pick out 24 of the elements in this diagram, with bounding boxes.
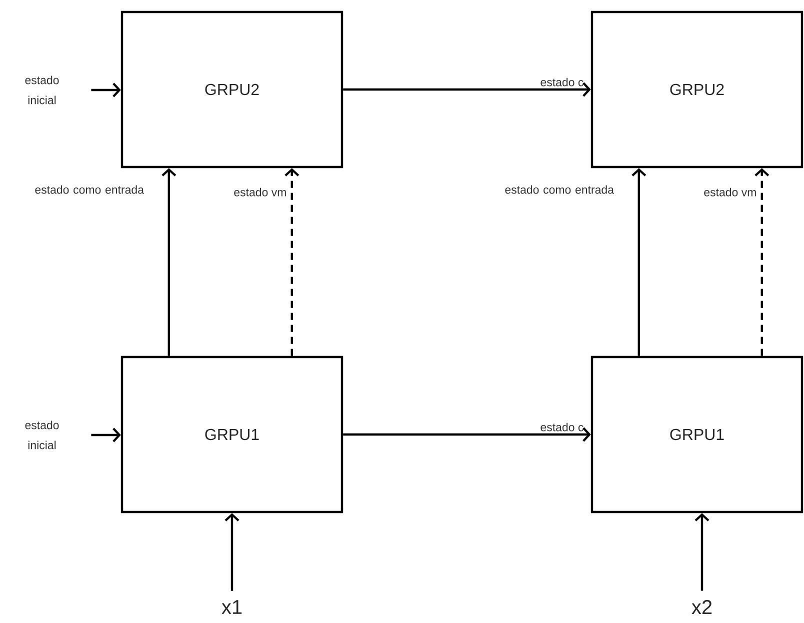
process-box: GRPU2: [590, 10, 804, 168]
arrow: [91, 82, 121, 98]
edge-label: estado vm: [234, 188, 286, 196]
arrow: [162, 168, 176, 356]
arrow: [632, 168, 646, 356]
edge-label: estado c: [540, 422, 584, 432]
arrow: [343, 82, 591, 97]
edge-label: estado como entrada: [505, 185, 614, 194]
arrow: [694, 513, 710, 591]
edge-label: estado c: [540, 78, 584, 86]
process-box: GRPU1: [120, 356, 344, 514]
edge-label: estado vm: [704, 188, 756, 196]
input-label: x1: [222, 600, 242, 614]
arrow: [284, 168, 300, 356]
process-box: GRPU1: [590, 356, 804, 514]
arrow: [754, 168, 770, 356]
input-label: estado inicial: [25, 420, 59, 450]
edge-label: estado como entrada: [35, 185, 144, 194]
input-label: x2: [692, 600, 712, 614]
input-label: estado inicial: [25, 76, 59, 104]
process-box: GRPU2: [120, 10, 344, 168]
arrow: [224, 513, 240, 591]
arrow: [91, 428, 121, 442]
arrow: [343, 427, 591, 442]
